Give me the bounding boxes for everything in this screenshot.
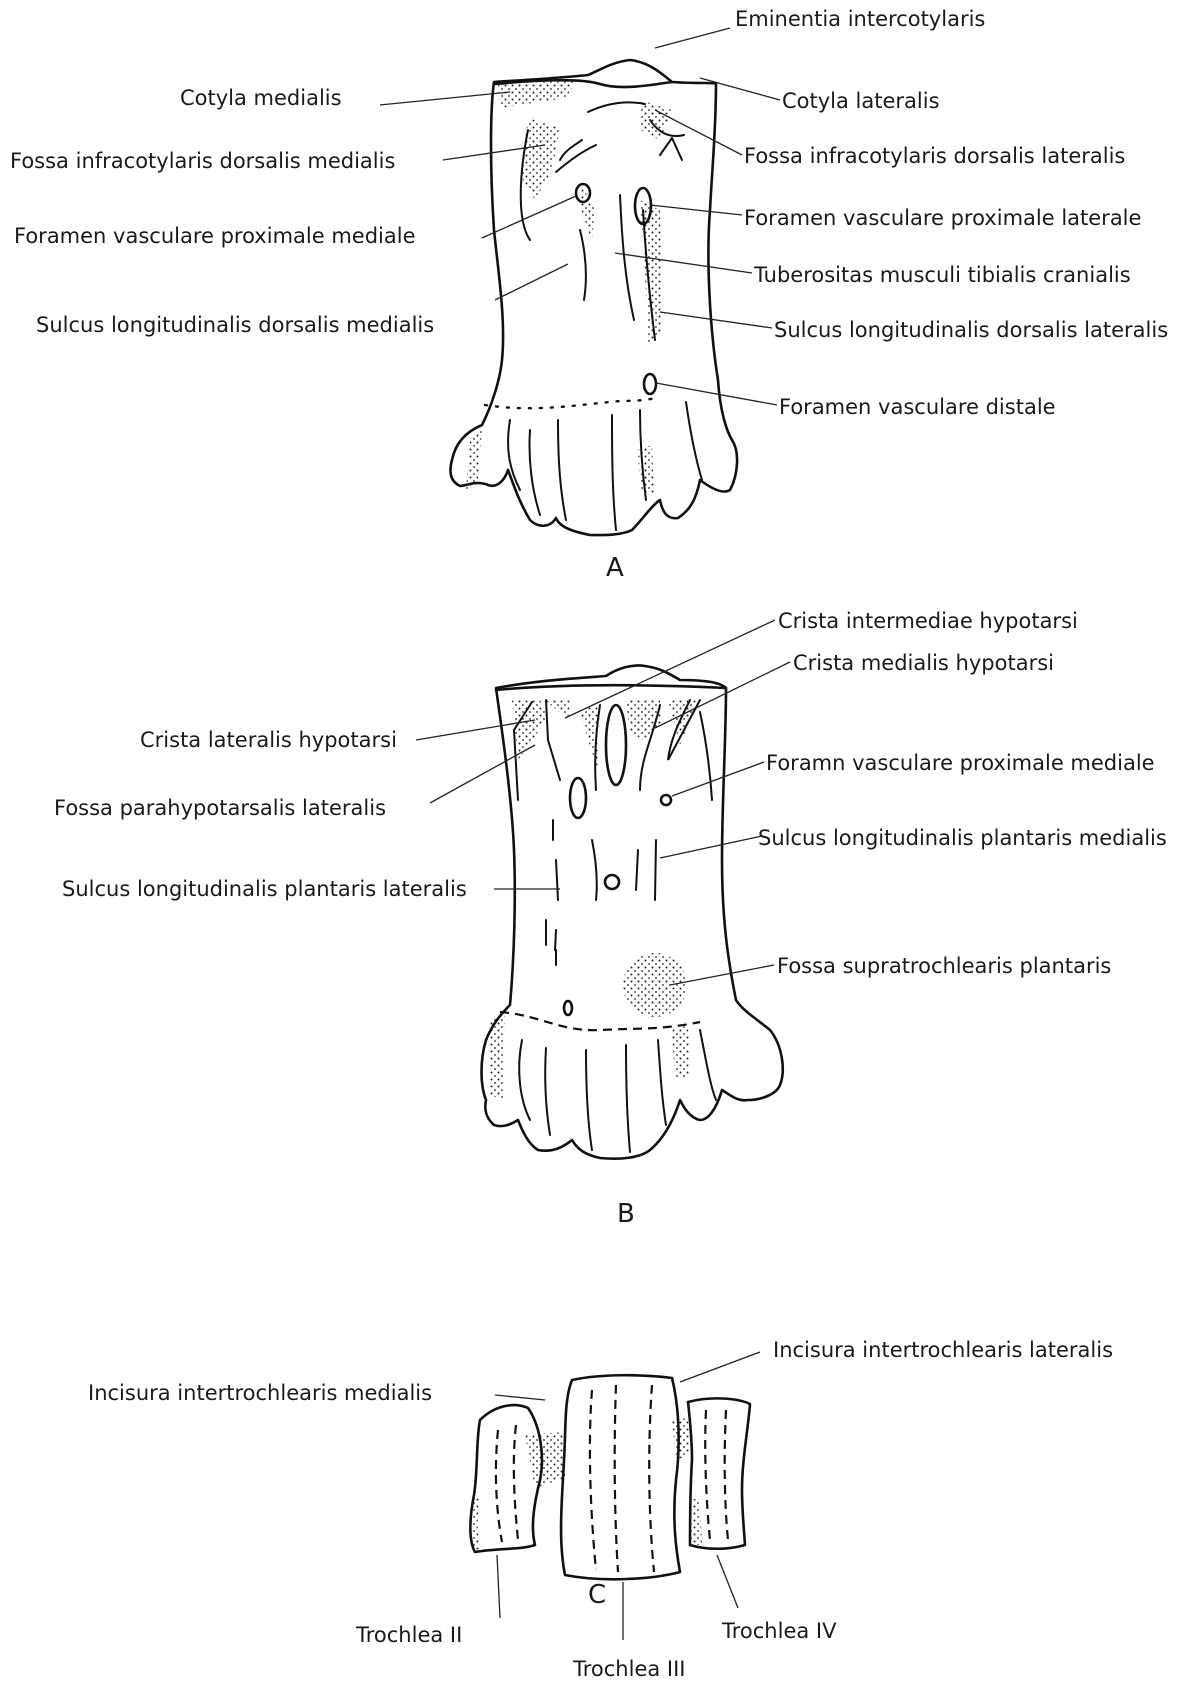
foramen-proximale-mediale-b	[661, 795, 671, 805]
fossa-infracotylaris-medialis-stipple	[520, 118, 560, 200]
label-sulcus-plant-med: Sulcus longitudinalis plantaris medialis	[758, 826, 1167, 850]
crista-med-line3	[700, 712, 712, 800]
tuberositas-line	[620, 195, 634, 320]
trochlea-line-b6	[700, 1030, 716, 1100]
label-foramen-prox-lat: Foramen vasculare proximale laterale	[744, 206, 1141, 230]
eminentia-inner-line	[588, 102, 645, 112]
trochlea-iii-groove-2	[615, 1385, 618, 1572]
label-sulcus-dors-med: Sulcus longitudinalis dorsalis medialis	[36, 313, 434, 337]
label-crista-med: Crista medialis hypotarsi	[793, 651, 1054, 675]
trochlea-iii-groove-1	[590, 1390, 596, 1570]
trochlea-ii-stipple-a	[466, 430, 482, 490]
panel-b-leaders	[416, 620, 790, 985]
trochlea-iv-stipple-b	[672, 1025, 690, 1080]
label-foramen-prox-med: Foramen vasculare proximale mediale	[14, 224, 416, 248]
label-trochlea-iii: Trochlea III	[572, 1657, 686, 1681]
sulcus-medialis-stipple	[580, 182, 595, 240]
panel-label-c: C	[588, 1580, 606, 1610]
label-crista-intermed: Crista intermediae hypotarsi	[778, 609, 1078, 633]
foramen-distale-a	[644, 374, 656, 394]
trochlea-iv-stipple-c	[690, 1498, 702, 1545]
label-foramen-distale: Foramen vasculare distale	[779, 395, 1056, 419]
label-sulcus-dors-lat: Sulcus longitudinalis dorsalis lateralis	[774, 318, 1168, 342]
panel-c-drawing	[470, 1375, 750, 1579]
label-foramn-prox-med: Foramn vasculare proximale mediale	[766, 751, 1155, 775]
trochlea-line-a4	[612, 415, 616, 530]
label-sulcus-plant-lat: Sulcus longitudinalis plantaris laterali…	[62, 877, 467, 901]
sulcus-mark-2	[592, 840, 597, 900]
dotted-line-a	[485, 398, 655, 408]
bone-outline-a	[450, 60, 737, 535]
label-trochlea-ii: Trochlea II	[355, 1623, 462, 1647]
rim-b	[496, 685, 726, 690]
label-incisura-lat: Incisura intertrochlearis lateralis	[773, 1338, 1113, 1362]
label-fossa-infra-med: Fossa infracotylaris dorsalis medialis	[10, 149, 395, 173]
trochlea-iv-groove-2	[725, 1410, 728, 1540]
trochlea-line-b2	[545, 1048, 550, 1135]
trochlea-line-b3	[586, 1050, 592, 1150]
cotyla-medialis-stipple	[498, 80, 578, 108]
sulcus-medial-marks	[636, 840, 656, 900]
trochlea-line-a3	[558, 420, 566, 520]
dashed-line-b	[500, 1012, 700, 1030]
label-crista-lat: Crista lateralis hypotarsi	[140, 728, 397, 752]
incisura-lateralis-stipple	[672, 1418, 690, 1460]
label-cotyla-lateralis: Cotyla lateralis	[782, 89, 940, 113]
trochlea-line-a1	[508, 420, 520, 490]
trochlea-iii-groove-3	[649, 1385, 654, 1572]
label-fossa-parahypo: Fossa parahypotarsalis lateralis	[54, 796, 386, 820]
trochlea-line-b1	[519, 1040, 530, 1120]
hypotarsus-canal-lateral	[570, 778, 586, 818]
trochlea-ii-groove-1	[496, 1430, 502, 1542]
ridge-medial-short	[560, 140, 582, 160]
panel-label-b: B	[617, 1199, 635, 1229]
fossa-supratrochlearis-stipple	[623, 953, 687, 1017]
panel-a-leaders	[380, 28, 780, 405]
panel-label-a: A	[606, 553, 624, 583]
foramen-midshaft-b	[605, 875, 619, 889]
label-incisura-med: Incisura intertrochlearis medialis	[88, 1381, 432, 1405]
label-tuberositas: Tuberositas musculi tibialis cranialis	[753, 263, 1131, 287]
trochlea-line-b4	[626, 1045, 630, 1152]
trochlea-line-b5	[658, 1040, 666, 1125]
label-fossa-supratroch: Fossa supratrochlearis plantaris	[777, 954, 1111, 978]
trochlea-iii-outline	[561, 1375, 680, 1579]
panel-b-drawing	[482, 665, 783, 1158]
incisura-medialis-stipple	[525, 1432, 565, 1488]
panel-c-leaders	[495, 1352, 760, 1640]
hypotarsus-canal-central	[606, 705, 626, 785]
sulcus-lateral-marks	[553, 820, 558, 950]
fossa-lateral-crack	[650, 120, 684, 160]
label-eminentia: Eminentia intercotylaris	[735, 7, 985, 31]
foramen-distale-b	[564, 1001, 572, 1015]
trochlea-ii-groove-2	[514, 1425, 518, 1540]
label-trochlea-iv: Trochlea IV	[721, 1619, 837, 1643]
ridge-medial-long	[580, 230, 586, 300]
trochlea-line-a2	[529, 430, 540, 515]
fossa-parahypotarsalis-stipple	[512, 700, 548, 760]
panel-a-drawing	[450, 60, 737, 535]
trochlea-iv-groove-1	[705, 1410, 710, 1540]
label-fossa-infra-lat: Fossa infracotylaris dorsalis lateralis	[744, 144, 1125, 168]
trochlea-line-a6	[686, 402, 702, 480]
trochlea-ii-outline	[470, 1405, 542, 1552]
label-cotyla-medialis: Cotyla medialis	[180, 86, 342, 110]
crista-lateralis-line2	[546, 700, 560, 780]
